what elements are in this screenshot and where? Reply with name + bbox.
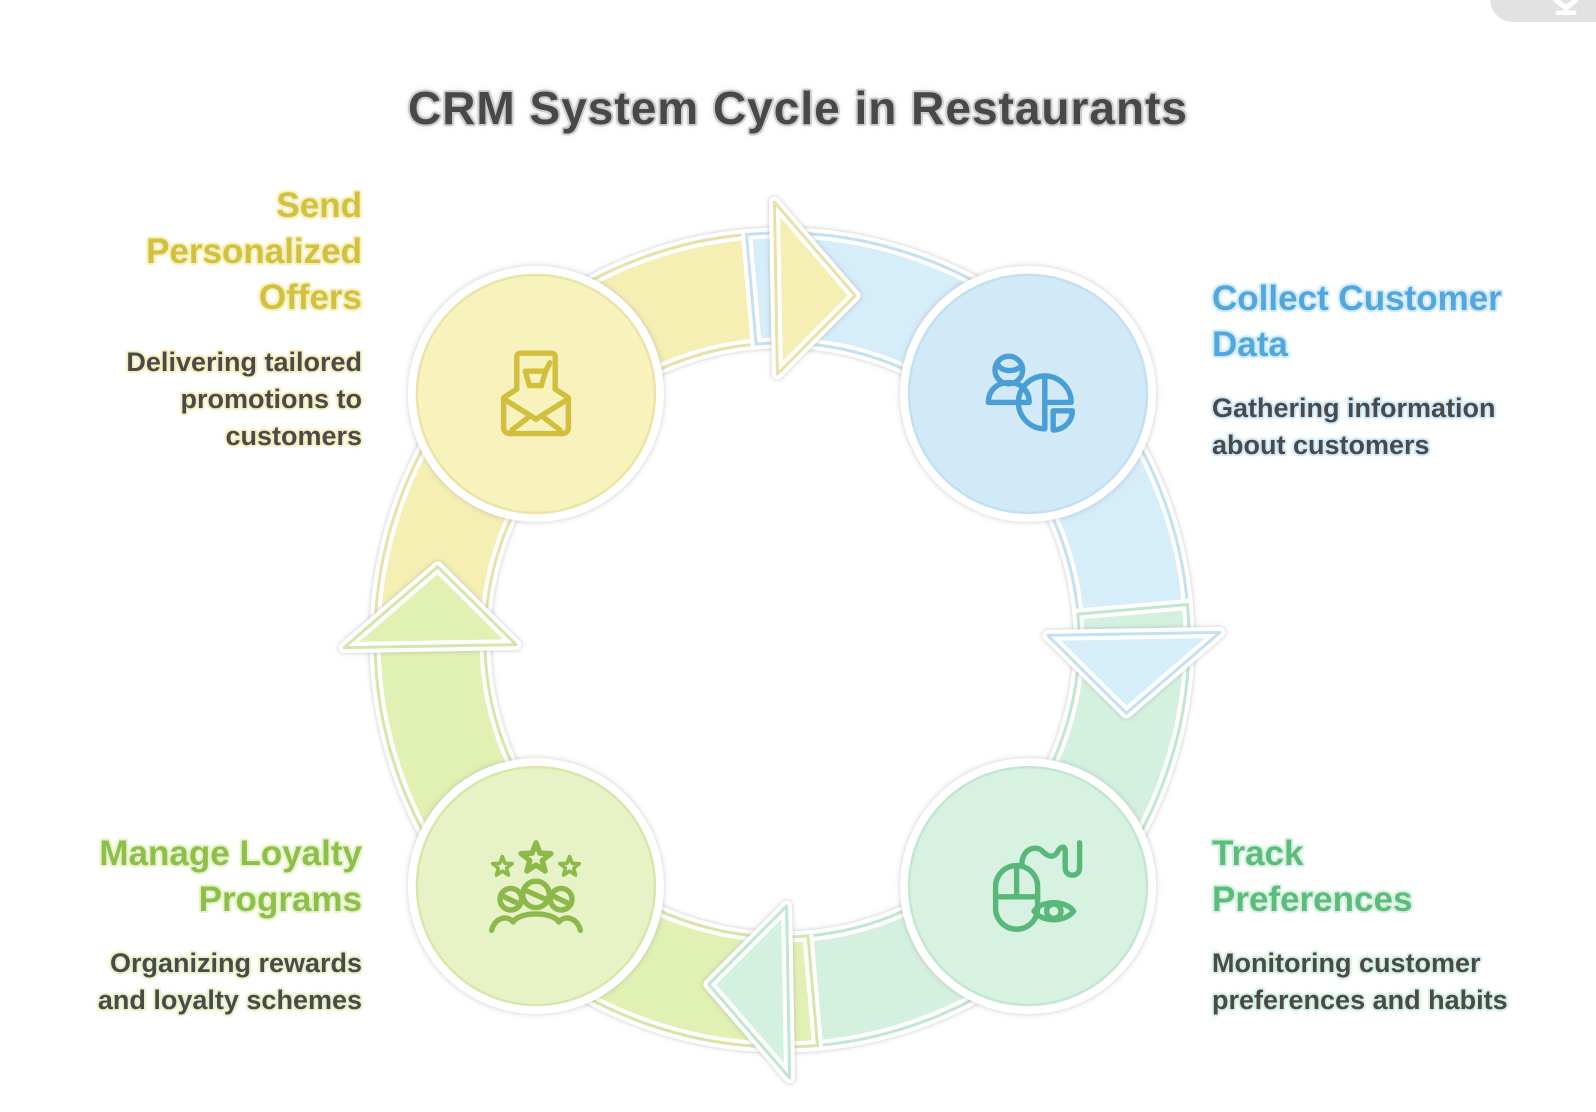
description-collect-customer-data: Gathering information about customers — [1212, 393, 1496, 460]
stars-people-icon — [476, 826, 596, 946]
download-icon — [1553, 0, 1579, 15]
mouse-eye-icon — [968, 826, 1088, 946]
person-pie-chart-icon — [968, 334, 1088, 454]
heading-manage-loyalty-programs: Manage Loyalty Programs — [99, 834, 362, 919]
description-manage-loyalty-programs: Organizing rewards and loyalty schemes — [97, 948, 362, 1015]
heading-track-preferences: Track Preferences — [1212, 834, 1413, 919]
download-button[interactable] — [1490, 0, 1596, 22]
description-track-preferences: Monitoring customer preferences and habi… — [1212, 948, 1508, 1015]
heading-send-personalized-offers: Send Personalized Offers — [146, 186, 362, 317]
page-title: CRM System Cycle in Restaurants — [407, 81, 1189, 134]
heading-collect-customer-data: Collect Customer Data — [1212, 279, 1502, 364]
description-send-personalized-offers: Delivering tailored promotions to custom… — [126, 347, 362, 451]
envelope-cart-icon — [476, 334, 596, 454]
